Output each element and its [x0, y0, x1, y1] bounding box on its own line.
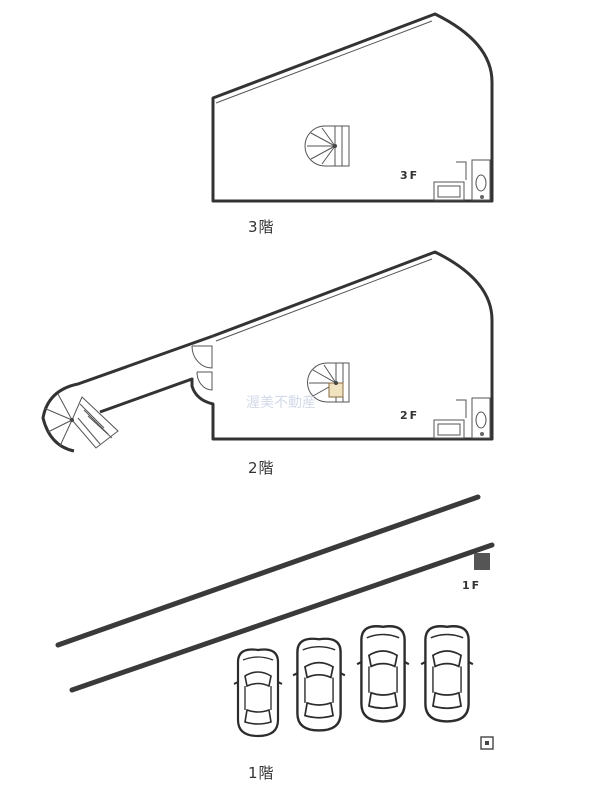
third-floor-window-line [215, 20, 433, 104]
first-floor-plan: 1F [55, 494, 495, 750]
sink-icon [433, 399, 467, 439]
first-floor-caption: 1階 [248, 764, 275, 782]
second-floor-caption: 2階 [248, 459, 275, 477]
third-floor-outline [211, 12, 494, 203]
third-floor-caption: 3階 [248, 218, 275, 236]
exterior-spiral-stair-icon [43, 393, 119, 449]
road-line-upper [55, 494, 481, 648]
second-floor-outline [99, 250, 494, 441]
car-icon [355, 625, 411, 723]
car-icon [232, 648, 284, 738]
second-floor-plan-label: 2F [400, 409, 419, 422]
watermark: 渥美不動産 [246, 395, 316, 411]
meter-icon [480, 736, 494, 750]
spiral-stair-icon [304, 125, 350, 167]
corridor-door-icon [191, 345, 213, 391]
second-floor-corridor [41, 334, 214, 453]
third-floor-plan-label: 3F [400, 169, 419, 182]
second-floor-window-line [215, 258, 433, 342]
toilet-icon [471, 397, 491, 439]
car-icon [291, 637, 347, 732]
first-floor-plan-label: 1F [462, 579, 481, 592]
marker-square [474, 553, 490, 570]
toilet-icon [471, 159, 491, 201]
third-floor-plan: 3F [211, 12, 494, 203]
car-icon [419, 625, 475, 723]
sink-icon [433, 161, 467, 201]
road-line-lower [69, 542, 495, 693]
second-floor-plan: 2F [41, 250, 494, 453]
spiral-stair-icon [307, 362, 350, 403]
